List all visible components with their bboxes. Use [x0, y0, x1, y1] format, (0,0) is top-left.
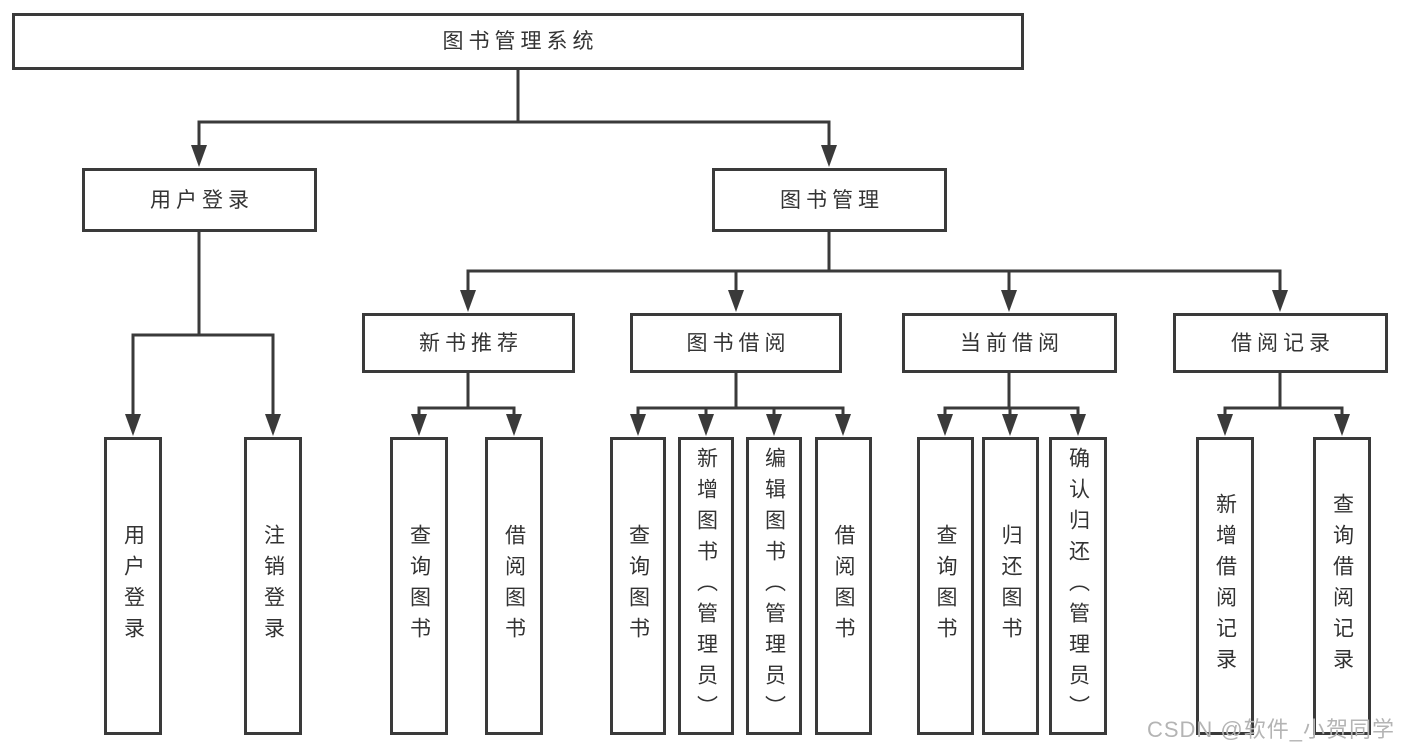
node-label: 新书推荐 — [419, 331, 523, 355]
leaf-query-books-recommend: 查询图书 — [390, 437, 448, 735]
leaf-confirm-return-admin: 确认归还（管理员） — [1049, 437, 1107, 735]
node-label: 图书借阅 — [686, 331, 791, 355]
node-label: 查询图书 — [407, 524, 431, 648]
leaf-add-borrow-record: 新增借阅记录 — [1196, 437, 1254, 735]
leaf-query-books-current: 查询图书 — [917, 437, 974, 735]
node-label: 查询图书 — [934, 524, 957, 648]
node-new-book-recommend: 新书推荐 — [362, 313, 575, 373]
leaf-query-borrow-record: 查询借阅记录 — [1313, 437, 1371, 735]
node-label: 借阅记录 — [1231, 331, 1335, 355]
leaf-add-books-admin: 新增图书（管理员） — [678, 437, 734, 735]
leaf-logout: 注销登录 — [244, 437, 302, 735]
node-user-login-group: 用户登录 — [82, 168, 317, 232]
node-label: 编辑图书（管理员） — [762, 446, 786, 726]
node-book-borrowing: 图书借阅 — [630, 313, 842, 373]
node-label: 借阅图书 — [832, 524, 855, 648]
node-label: 确认归还（管理员） — [1066, 446, 1090, 726]
leaf-return-books: 归还图书 — [982, 437, 1039, 735]
csdn-watermark: CSDN @软件_小贺同学 — [1146, 717, 1395, 742]
node-borrowing-records: 借阅记录 — [1173, 313, 1388, 373]
node-label: 查询借阅记录 — [1330, 493, 1354, 679]
node-label: 查询图书 — [626, 524, 650, 648]
node-label: 借阅图书 — [502, 524, 526, 648]
node-label: 注销登录 — [261, 524, 285, 648]
leaf-borrow-books-recommend: 借阅图书 — [485, 437, 543, 735]
node-label: 图书管理 — [780, 188, 884, 212]
node-label: 图书管理系统 — [442, 30, 599, 53]
node-current-borrowing: 当前借阅 — [902, 313, 1117, 373]
node-label: 用户登录 — [121, 524, 145, 648]
node-library-system: 图书管理系统 — [12, 13, 1024, 70]
leaf-borrow-books: 借阅图书 — [815, 437, 872, 735]
leaf-edit-books-admin: 编辑图书（管理员） — [746, 437, 802, 735]
node-label: 新增图书（管理员） — [694, 446, 718, 726]
leaf-query-books-borrowing: 查询图书 — [610, 437, 666, 735]
node-label: 归还图书 — [999, 524, 1022, 648]
node-label: 新增借阅记录 — [1213, 493, 1237, 679]
node-label: 当前借阅 — [960, 331, 1064, 355]
leaf-user-login: 用户登录 — [104, 437, 162, 735]
node-label: 用户登录 — [150, 188, 254, 212]
node-book-management: 图书管理 — [712, 168, 947, 232]
